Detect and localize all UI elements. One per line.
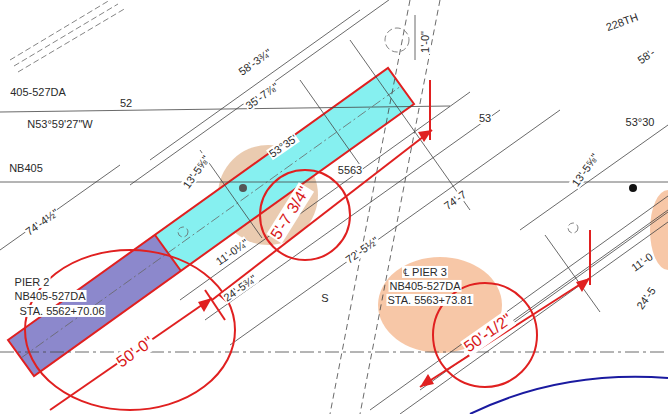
dimension-label: N53°59'27"W [26,118,93,130]
markup-dimension: 50'-0" [112,333,157,372]
dimension-label: NB405 [8,162,44,174]
markup-dimension: 50'-1/2" [460,310,516,357]
cyan-region [155,68,414,271]
dimension-label: 11'-0¼" [213,236,251,268]
dimension-label: 13'-5⅝" [569,150,601,189]
dimension-label: STA. 5562+70.06 [18,305,105,317]
dimension-label: STA. 5563+73.81 [386,294,473,306]
dimension-label: 53°30 [625,116,656,128]
dimension-label: 5563 [337,164,363,176]
dimension-label: ℄ PIER 3 [402,266,448,278]
dimension-label: NB405-527DA [389,280,462,292]
dimension-label: PIER 2 [14,276,51,288]
dimension-label: 52 [119,97,133,109]
dimension-label: NB405-527DA [14,290,87,302]
dimension-label: 53°35' [266,132,300,161]
dimension-label: S [320,292,329,304]
markup-dimension: 5'-7 3/4" [266,183,313,244]
dimension-label: 72'-5½" [342,234,381,266]
work-point [629,184,637,192]
dimension-label: 11'-0 [628,250,656,274]
blue-arc [470,377,668,414]
dimension-label: 53 [478,112,492,124]
purple-region [8,235,181,376]
dimension-label: 13'-5⅝" [180,152,212,191]
dimension-label: 228TH [603,10,640,33]
work-point [239,184,247,192]
dimension-label: 58'- [634,45,657,66]
dimension-label: 35'-7⅞" [242,80,281,112]
dimension-label: 24'-5 [634,284,659,312]
red-markup [25,80,590,410]
dimension-label: 24'-5¾" [220,272,259,304]
red-outline [8,68,414,376]
dimension-label: 405-527DA [9,86,67,98]
dimension-label: 58'-3¾" [235,46,274,78]
dimension-label: 74'-4½" [22,206,61,238]
arrowheads [198,130,590,387]
dimension-label: 74'-7 [441,188,469,213]
dimension-label: 1'-0" [419,30,431,54]
